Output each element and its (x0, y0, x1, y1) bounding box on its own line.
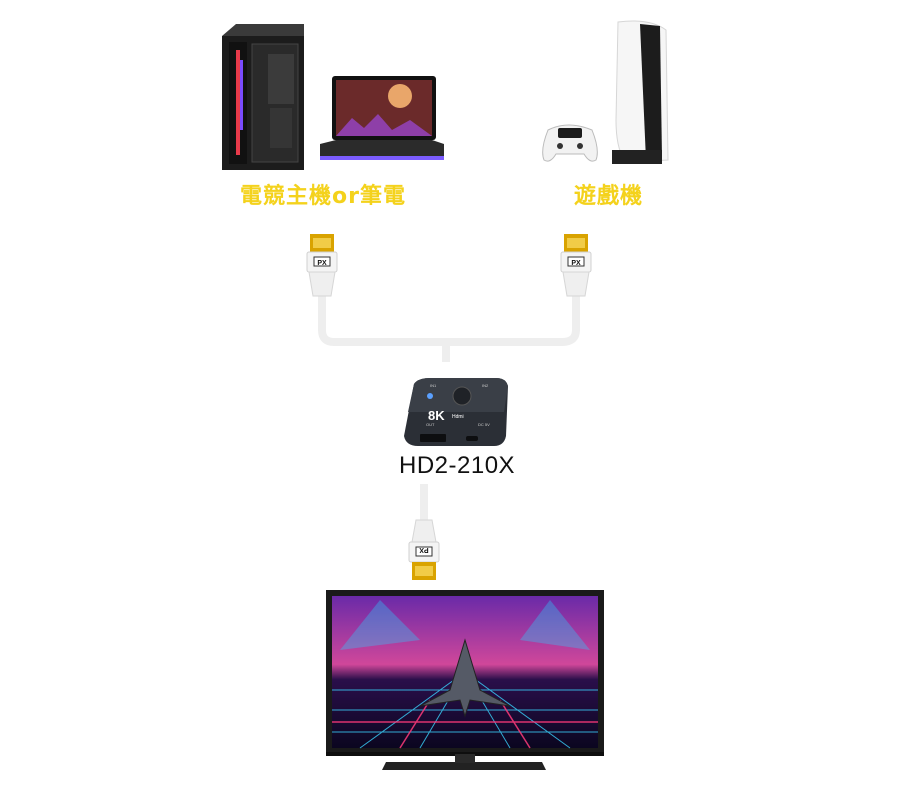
tv-icon (326, 590, 604, 770)
y-cable (318, 295, 580, 362)
cable-brand: PX (571, 260, 581, 267)
cable-brand: PX (419, 546, 429, 553)
laptop-icon (320, 76, 444, 160)
hdmi-connector-left: PX (306, 234, 338, 297)
dc-port (466, 436, 478, 441)
switch-model-label: HD2-210X (399, 452, 516, 479)
port-in1-label: IN1 (430, 383, 437, 388)
hdmi-switch-device: 8K Hdmi OUT DC 5V IN1 IN2 (404, 378, 508, 446)
gaming-tower-icon (222, 24, 304, 170)
port-dc-label: DC 5V (478, 422, 490, 427)
port-out-label: OUT (426, 422, 435, 427)
hdmi-connector-bottom: PX (408, 519, 440, 580)
cable-brand: PX (317, 260, 327, 267)
pc-label: 電競主機or筆電 (240, 184, 406, 209)
switch-button (452, 386, 472, 406)
console-label: 遊戲機 (574, 184, 644, 209)
console-icon (612, 20, 669, 164)
controller-icon (542, 124, 598, 162)
brand-8k: 8K (428, 408, 445, 423)
hdmi-out-port (420, 434, 446, 442)
hdmi-connector-right: PX (560, 234, 592, 297)
brand-hdmi: Hdmi (452, 414, 464, 420)
port-in2-label: IN2 (482, 383, 489, 388)
